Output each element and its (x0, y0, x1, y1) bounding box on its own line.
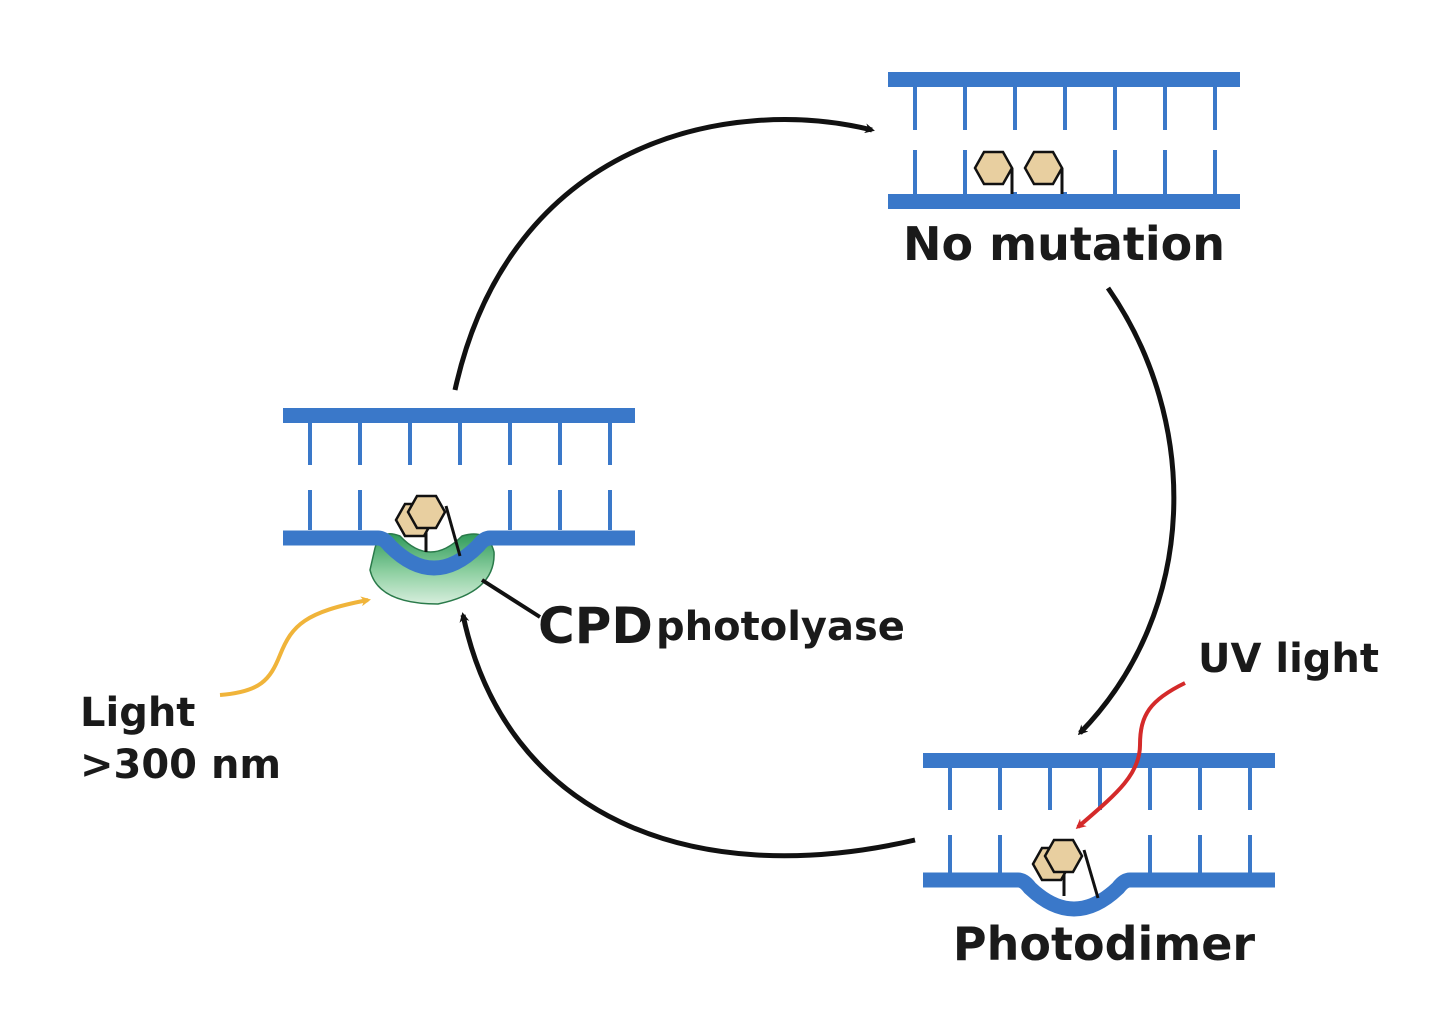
uv-light-label: UV light (1198, 636, 1379, 682)
cycle-arrow-top (452, 117, 875, 391)
hexagon-base-icon (406, 494, 447, 530)
cycle-arrow-right (1077, 286, 1177, 736)
cpd-label: CPD (538, 597, 653, 655)
hexagon-base-icon (973, 150, 1014, 186)
hexagon-base-icon (1043, 838, 1084, 874)
no-mutation-label: No mutation (903, 217, 1225, 271)
dna-no-mutation (888, 72, 1240, 209)
visible-light-arrow (219, 596, 371, 697)
dna-enzyme-bound (283, 408, 635, 619)
light-label-line2: >300 nm (80, 742, 281, 788)
photodimer-label: Photodimer (953, 917, 1255, 971)
cycle-arrow-bottom (459, 612, 916, 859)
photolyase-label: photolyase (656, 604, 905, 650)
uv-light-arrow (1075, 681, 1186, 829)
hexagon-base-icon (1023, 150, 1064, 186)
light-label-line1: Light (80, 690, 195, 736)
dna-photodimer (923, 753, 1275, 917)
